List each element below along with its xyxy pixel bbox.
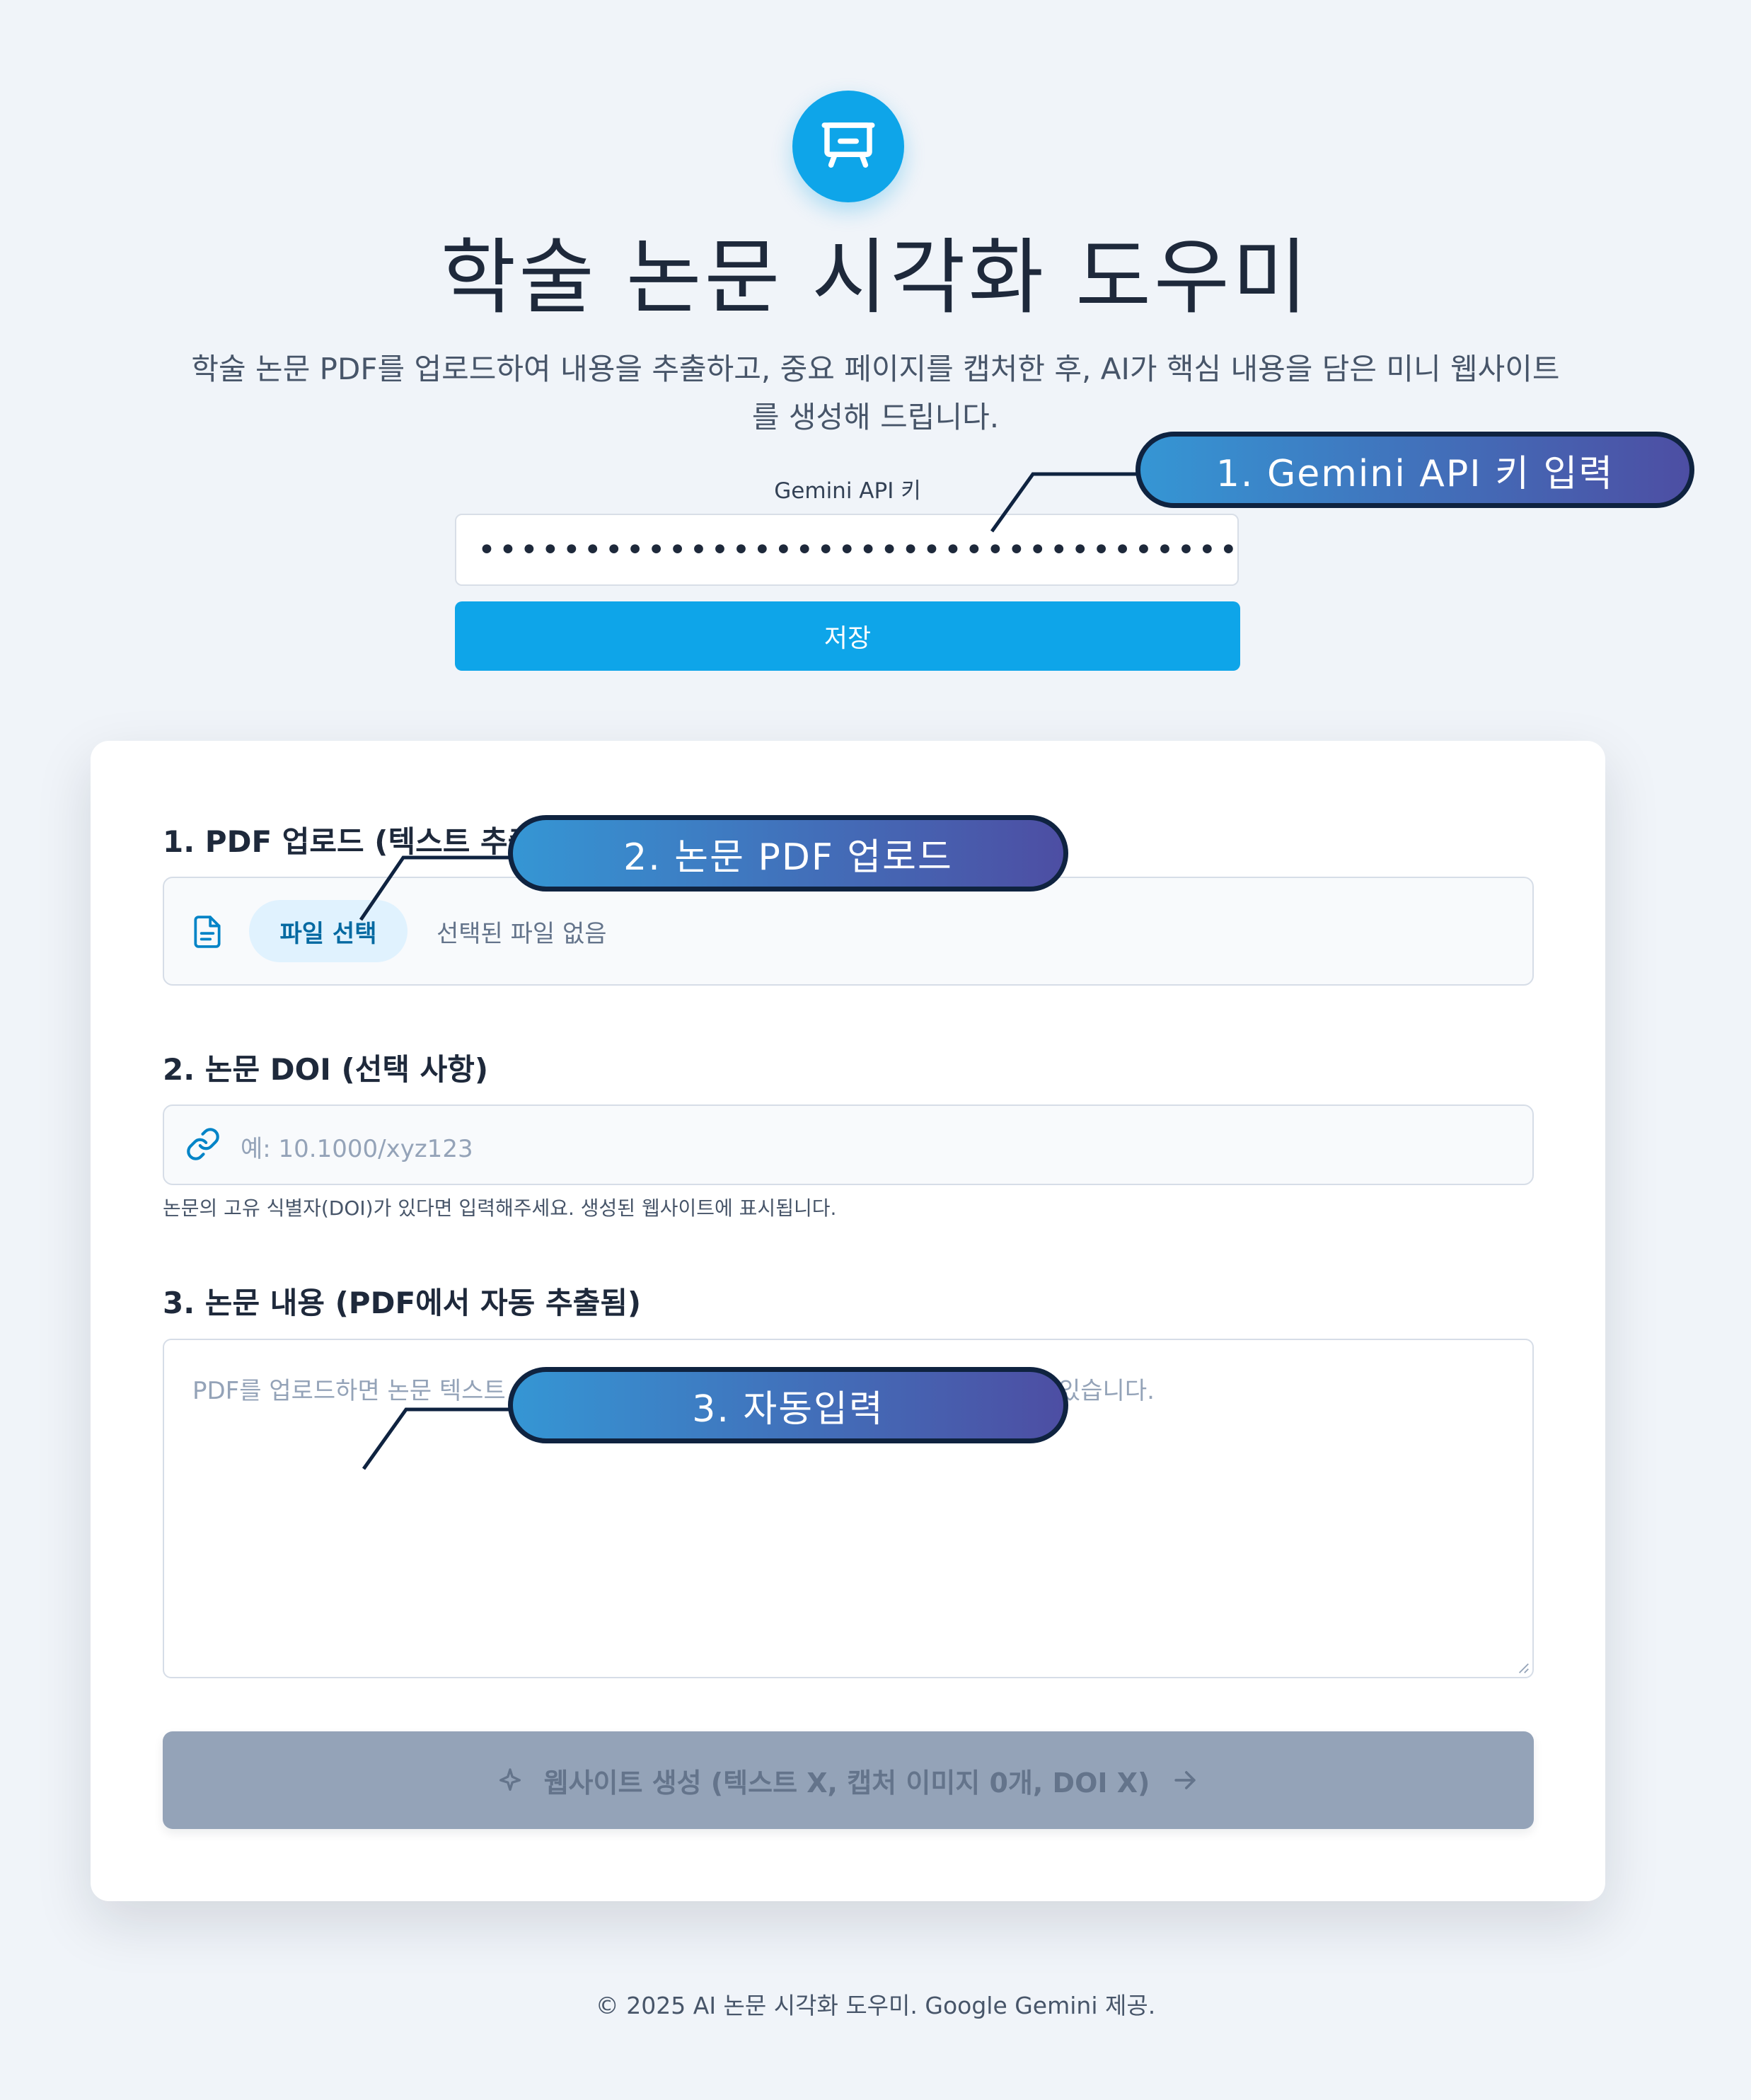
sparkle-icon xyxy=(499,1768,521,1791)
textarea-placeholder-right: 있습니다. xyxy=(1058,1377,1155,1405)
textarea-placeholder-left: PDF를 업로드하면 논문 텍스트 xyxy=(192,1377,506,1405)
save-button[interactable]: 저장 xyxy=(455,601,1240,671)
subtitle-line-1: 학술 논문 PDF를 업로드하여 내용을 추출하고, 중요 페이지를 캡처한 후… xyxy=(191,352,1560,386)
generate-website-button[interactable]: 웹사이트 생성 (텍스트 X, 캡처 이미지 0개, DOI X) xyxy=(163,1731,1534,1829)
file-status-text: 선택된 파일 없음 xyxy=(437,920,607,948)
callout-pdf-upload: 2. 논문 PDF 업로드 xyxy=(508,815,1068,892)
doi-input[interactable] xyxy=(163,1104,1534,1185)
content-section-title: 3. 논문 내용 (PDF에서 자동 추출됨) xyxy=(163,1286,642,1320)
doi-section-title: 2. 논문 DOI (선택 사항) xyxy=(163,1052,489,1087)
upload-section-title: 1. PDF 업로드 (텍스트 추출 xyxy=(163,824,536,859)
doi-placeholder: 예: 10.1000/xyz123 xyxy=(241,1135,473,1163)
file-text-icon xyxy=(194,916,221,948)
page-title: 학술 논문 시각화 도우미 xyxy=(440,230,1311,325)
resize-grip-icon[interactable] xyxy=(1517,1661,1530,1674)
callout-auto-input: 3. 자동입력 xyxy=(508,1367,1068,1443)
api-key-label: Gemini API 키 xyxy=(774,478,921,504)
arrow-right-icon xyxy=(1174,1771,1196,1789)
generate-button-label: 웹사이트 생성 (텍스트 X, 캡처 이미지 0개, DOI X) xyxy=(543,1767,1150,1799)
doi-help-text: 논문의 고유 식별자(DOI)가 있다면 입력해주세요. 생성된 웹사이트에 표… xyxy=(163,1196,837,1220)
api-key-input[interactable]: •••••••••••••••••••••••••••••••••••••• xyxy=(455,514,1239,586)
callout-api-key: 1. Gemini API 키 입력 xyxy=(1135,432,1694,508)
footer-text: © 2025 AI 논문 시각화 도우미. Google Gemini 제공. xyxy=(595,1992,1156,2019)
choose-file-button[interactable]: 파일 선택 xyxy=(249,900,408,962)
presentation-board-icon xyxy=(821,122,875,168)
app-logo xyxy=(792,91,904,202)
subtitle-line-2: 를 생성해 드립니다. xyxy=(751,400,1000,434)
link-icon xyxy=(187,1128,219,1160)
page-subtitle: 학술 논문 PDF를 업로드하여 내용을 추출하고, 중요 페이지를 캡처한 후… xyxy=(99,345,1652,442)
